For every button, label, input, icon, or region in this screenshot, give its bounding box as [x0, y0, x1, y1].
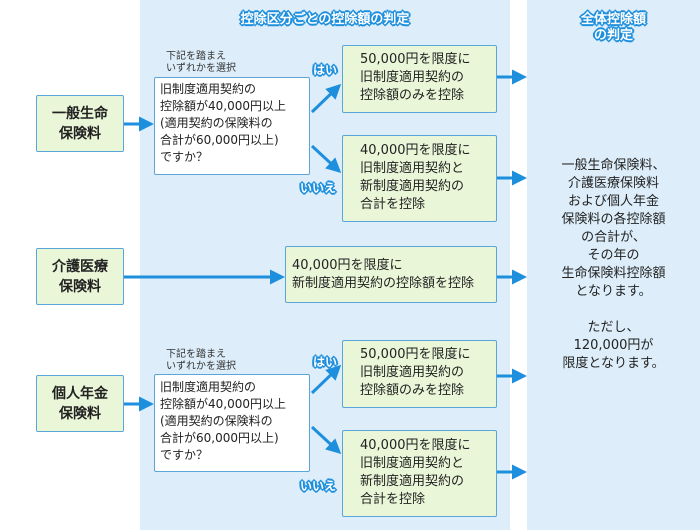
per-category-header: 控除区分ごとの控除額の判定: [240, 12, 410, 27]
arrow-general-yes: [310, 83, 342, 114]
care-medical-box: [36, 248, 124, 305]
result-no-text-pension: 40,000円を限度に 旧制度適用契約と 新制度適用契約の 合計を控除: [360, 438, 471, 507]
result-no-box-general: [342, 135, 497, 222]
result-yes-text-pension: 50,000円を限度に 旧制度適用契約の 控除額のみを控除: [360, 347, 471, 398]
arrow-pension-yes: [310, 364, 342, 395]
overall-panel: [527, 0, 700, 530]
pension-label: 個人年金 保険料: [52, 385, 108, 422]
overall-header: 全体控除額 の判定: [580, 12, 646, 43]
result-yes-box-pension: [342, 340, 497, 408]
result-no-box-pension: [342, 430, 497, 517]
general-life-box: [36, 95, 124, 152]
no-label-general: いいえ: [300, 181, 337, 195]
care-medical-label: 介護医療 保険料: [52, 258, 108, 295]
yes-label-pension: はい: [313, 355, 338, 369]
question-text-general: 旧制度適用契約の 控除額が40,000円以上 (適用契約の保険料の 合計が60,…: [160, 82, 286, 164]
question-box-pension: [154, 374, 310, 472]
no-label-pension: いいえ: [300, 479, 337, 493]
arrow-general-no: [310, 144, 342, 174]
result-text-care: 40,000円を限度に 新制度適用契約の控除額を控除: [292, 258, 475, 291]
result-yes-box-general: [342, 45, 497, 113]
arrow-pension-no: [310, 425, 342, 455]
overall-description: 一般生命保険料、 介護医療保険料 および個人年金 保険料の各控除額 の合計が、 …: [561, 158, 666, 371]
result-yes-text-general: 50,000円を限度に 旧制度適用契約の 控除額のみを控除: [360, 52, 471, 103]
select-note-pension: 下記を踏まえ いずれかを選択: [166, 349, 236, 372]
question-box-general: [154, 77, 310, 175]
yes-label-general: はい: [313, 63, 338, 77]
select-note-general: 下記を踏まえ いずれかを選択: [166, 51, 236, 74]
result-box-care: [285, 246, 497, 303]
question-text-pension: 旧制度適用契約の 控除額が40,000円以上 (適用契約の保険料の 合計が60,…: [160, 380, 286, 462]
general-life-label: 一般生命 保険料: [52, 105, 108, 142]
pension-box: [36, 375, 124, 432]
result-no-text-general: 40,000円を限度に 旧制度適用契約と 新制度適用契約の 合計を控除: [360, 143, 471, 212]
